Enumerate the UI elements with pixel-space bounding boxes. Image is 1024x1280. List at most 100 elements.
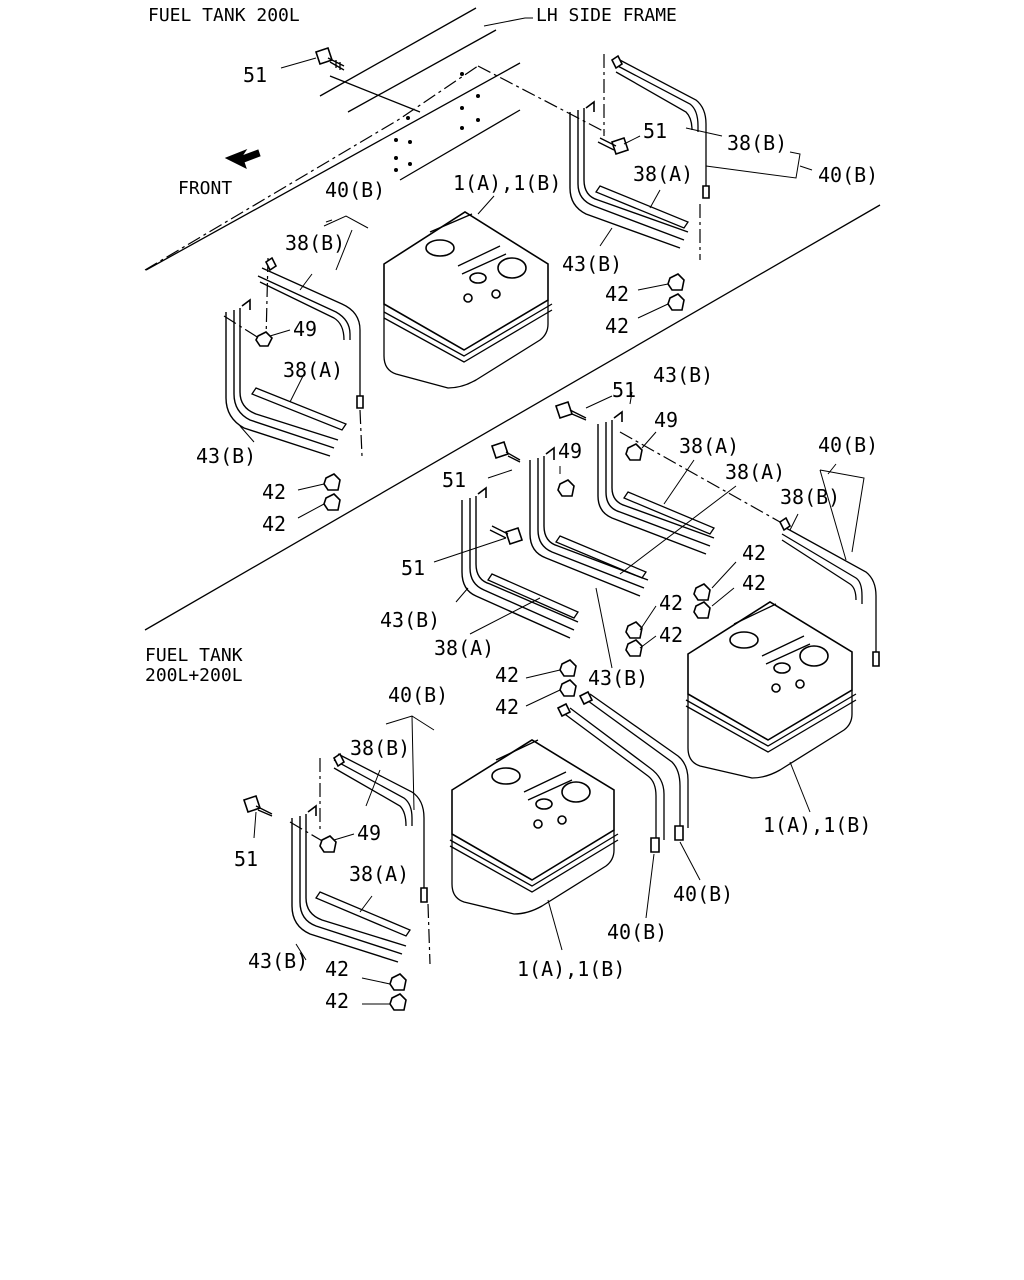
strap-assembly-middle-right bbox=[778, 516, 880, 667]
nut-icon bbox=[625, 621, 643, 639]
leader bbox=[477, 195, 495, 215]
callout-band-b: 38(B) bbox=[780, 485, 840, 509]
bolt-icon bbox=[554, 400, 587, 421]
callout-bolt: 51 bbox=[243, 63, 267, 87]
callout-bracket: 43(B) bbox=[380, 608, 440, 632]
nut-icon bbox=[557, 479, 575, 497]
callout-band-a: 38(A) bbox=[434, 636, 494, 660]
bracket-group-line bbox=[819, 469, 865, 561]
callout-bracket: 43(B) bbox=[248, 949, 308, 973]
callout-strap: 40(B) bbox=[325, 178, 385, 202]
callout-band-a: 38(A) bbox=[679, 434, 739, 458]
callout-nut: 42 bbox=[742, 571, 766, 595]
fuel-tank-icon bbox=[449, 739, 619, 915]
leader bbox=[547, 899, 563, 951]
bolt-icon bbox=[314, 46, 345, 71]
bracket-assembly-middle-right bbox=[597, 410, 781, 555]
nut-icon bbox=[319, 835, 337, 853]
lh-side-frame bbox=[144, 7, 606, 271]
leader bbox=[433, 391, 837, 707]
leader bbox=[637, 283, 669, 319]
callout-bolt: 51 bbox=[442, 468, 466, 492]
callout-nut: 42 bbox=[605, 314, 629, 338]
callout-bracket: 43(B) bbox=[196, 444, 256, 468]
callout-bracket: 43(B) bbox=[588, 666, 648, 690]
nut-icon bbox=[667, 273, 685, 291]
nut-icon bbox=[559, 659, 577, 677]
leader bbox=[645, 841, 701, 919]
callout-nut: 42 bbox=[325, 957, 349, 981]
header-double-tank-line1: FUEL TANK bbox=[145, 645, 243, 666]
leader bbox=[280, 57, 317, 69]
callout-band-b: 38(B) bbox=[350, 736, 410, 760]
bracket-group-line bbox=[323, 215, 369, 229]
leader bbox=[239, 425, 325, 519]
callout-strap: 40(B) bbox=[818, 433, 878, 457]
nut-icon bbox=[323, 493, 341, 511]
callout-band-b: 38(B) bbox=[727, 131, 787, 155]
callout-nut: 42 bbox=[325, 989, 349, 1013]
callout-band-a: 38(A) bbox=[725, 460, 785, 484]
bolt-icon bbox=[242, 794, 273, 817]
bolt-icon bbox=[490, 440, 521, 463]
strap-assembly-middle-lower bbox=[556, 690, 689, 853]
callout-band-a: 38(A) bbox=[349, 862, 409, 886]
leader bbox=[623, 135, 641, 145]
callout-nut: 42 bbox=[605, 282, 629, 306]
leader bbox=[289, 219, 333, 403]
callout-nut49: 49 bbox=[654, 408, 678, 432]
callout-bolt: 51 bbox=[643, 119, 667, 143]
frame-edge-line bbox=[145, 62, 521, 271]
callout-bolt: 51 bbox=[612, 378, 636, 402]
callout-strap: 40(B) bbox=[818, 163, 878, 187]
side-frame-leader bbox=[483, 17, 533, 27]
leader bbox=[789, 761, 811, 813]
callout-nut: 42 bbox=[659, 591, 683, 615]
leader bbox=[685, 127, 723, 137]
leader bbox=[649, 189, 661, 209]
callout-strap: 40(B) bbox=[673, 882, 733, 906]
bolt-icon bbox=[489, 525, 524, 546]
section-divider bbox=[144, 204, 881, 631]
callout-bolt: 51 bbox=[234, 847, 258, 871]
bracket-group-line bbox=[385, 715, 435, 811]
callout-nut: 42 bbox=[495, 695, 519, 719]
callout-nut: 42 bbox=[659, 623, 683, 647]
nut-icon bbox=[255, 331, 273, 347]
nut-icon bbox=[667, 293, 685, 311]
callout-nut: 42 bbox=[495, 663, 519, 687]
fuel-tank-icon bbox=[685, 601, 857, 779]
callout-band-a: 38(A) bbox=[283, 358, 343, 382]
leader bbox=[253, 769, 391, 1005]
nut-icon bbox=[389, 973, 407, 991]
bolt-icon bbox=[597, 136, 630, 156]
bracket-assembly-top-right bbox=[569, 54, 710, 260]
fuel-tank-icon bbox=[383, 211, 553, 389]
callout-tank: 1(A),1(B) bbox=[453, 171, 561, 195]
callout-band-b: 38(B) bbox=[285, 231, 345, 255]
nut-icon bbox=[559, 679, 577, 697]
callout-tank: 1(A),1(B) bbox=[517, 957, 625, 981]
bracket-assembly-middle-left bbox=[461, 486, 579, 639]
nut-icon bbox=[693, 583, 711, 601]
header-side-frame: LH SIDE FRAME bbox=[536, 5, 677, 26]
leader bbox=[599, 227, 613, 247]
callout-strap: 40(B) bbox=[388, 683, 448, 707]
callout-nut49: 49 bbox=[558, 439, 582, 463]
callout-nut49: 49 bbox=[293, 317, 317, 341]
callout-nut49: 49 bbox=[357, 821, 381, 845]
nut-icon bbox=[323, 473, 341, 491]
header-single-tank: FUEL TANK 200L bbox=[148, 5, 300, 26]
callout-bracket: 43(B) bbox=[653, 363, 713, 387]
bracket-assembly-middle-center bbox=[529, 446, 649, 597]
callout-nut: 42 bbox=[742, 541, 766, 565]
callout-tank: 1(A),1(B) bbox=[763, 813, 871, 837]
callout-nut: 42 bbox=[262, 480, 286, 504]
nut-icon bbox=[693, 601, 711, 619]
callout-nut: 42 bbox=[262, 512, 286, 536]
bracket-assembly-bottom-left bbox=[289, 752, 431, 965]
header-front: FRONT bbox=[178, 178, 232, 199]
nut-icon bbox=[625, 639, 643, 657]
nut-icon bbox=[625, 443, 643, 461]
